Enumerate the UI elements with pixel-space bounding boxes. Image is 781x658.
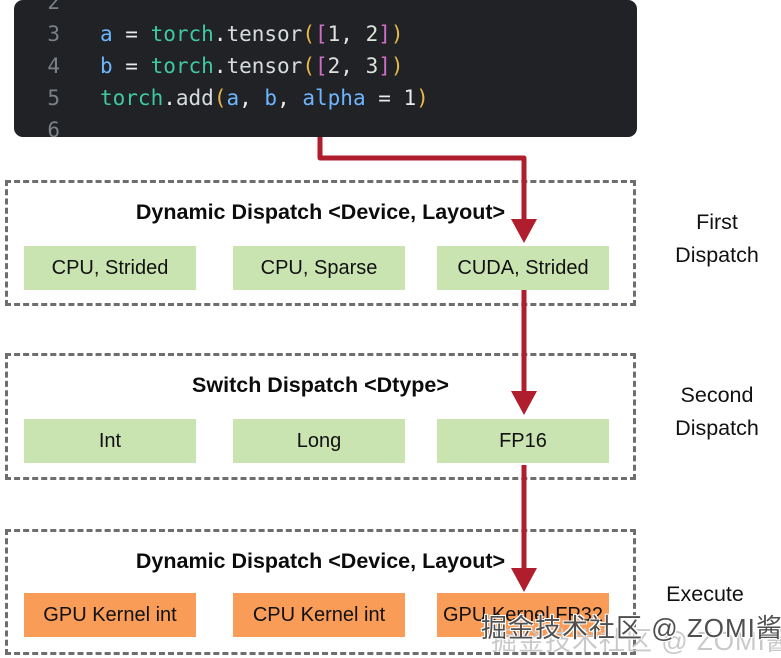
watermark: 掘金技术社区 @ ZOMI酱 掘金技术社区 @ ZOMI酱 bbox=[481, 608, 781, 656]
side-label-execute: Execute bbox=[666, 582, 744, 606]
stage-title: Dynamic Dispatch <Device, Layout> bbox=[135, 549, 506, 573]
watermark-shadow-text: 掘金技术社区 @ ZOMI酱 bbox=[491, 626, 781, 656]
line-number: 5 bbox=[47, 86, 60, 110]
line-number: 3 bbox=[47, 22, 60, 46]
stage-title: Dynamic Dispatch <Device, Layout> bbox=[135, 200, 506, 224]
code-line: 4 b = torch.tensor([2, 3]) bbox=[26, 50, 637, 82]
code-line: 2 bbox=[26, 0, 637, 18]
code-editor-panel: 2 3 a = torch.tensor([1, 2]) 4 b = torch.ten… bbox=[14, 0, 637, 137]
stage-box-kernel-execute: Dynamic Dispatch <Device, Layout> GPU Ke… bbox=[5, 529, 636, 655]
side-label-first-dispatch: First Dispatch bbox=[675, 210, 759, 267]
code-line: 3 a = torch.tensor([1, 2]) bbox=[26, 18, 637, 50]
line-number: 4 bbox=[47, 54, 60, 78]
dispatch-cell: CUDA, Strided bbox=[437, 246, 609, 290]
code-text: b = torch.tensor([2, 3]) bbox=[100, 54, 404, 78]
code-lines: 2 3 a = torch.tensor([1, 2]) 4 b = torch.ten… bbox=[14, 0, 637, 137]
stage-box-device-layout-dispatch: Dynamic Dispatch <Device, Layout> CPU, S… bbox=[5, 180, 636, 306]
dispatch-cell: Int bbox=[24, 419, 196, 463]
code-text: torch.add(a, b, alpha = 1) bbox=[100, 86, 429, 110]
dispatch-cell: GPU Kernel FP32 bbox=[437, 593, 609, 637]
dispatch-cell: Long bbox=[233, 419, 405, 463]
stage-title: Switch Dispatch <Dtype> bbox=[192, 373, 449, 397]
code-line: 5 torch.add(a, b, alpha = 1) bbox=[26, 82, 637, 114]
dispatch-cell: CPU, Sparse bbox=[233, 246, 405, 290]
watermark-text: 掘金技术社区 @ ZOMI酱 bbox=[481, 613, 781, 643]
dispatch-cell: GPU Kernel int bbox=[24, 593, 196, 637]
dispatch-cell: FP16 bbox=[437, 419, 609, 463]
stage-box-dtype-dispatch: Switch Dispatch <Dtype> Int Long FP16 bbox=[5, 353, 636, 480]
line-number: 2 bbox=[47, 0, 60, 14]
line-number: 6 bbox=[47, 118, 60, 137]
dispatch-cell: CPU, Strided bbox=[24, 246, 196, 290]
code-text: a = torch.tensor([1, 2]) bbox=[100, 22, 404, 46]
side-label-second-dispatch: Second Dispatch bbox=[675, 383, 759, 440]
code-line: 6 bbox=[26, 114, 637, 137]
dispatch-cell: CPU Kernel int bbox=[233, 593, 405, 637]
